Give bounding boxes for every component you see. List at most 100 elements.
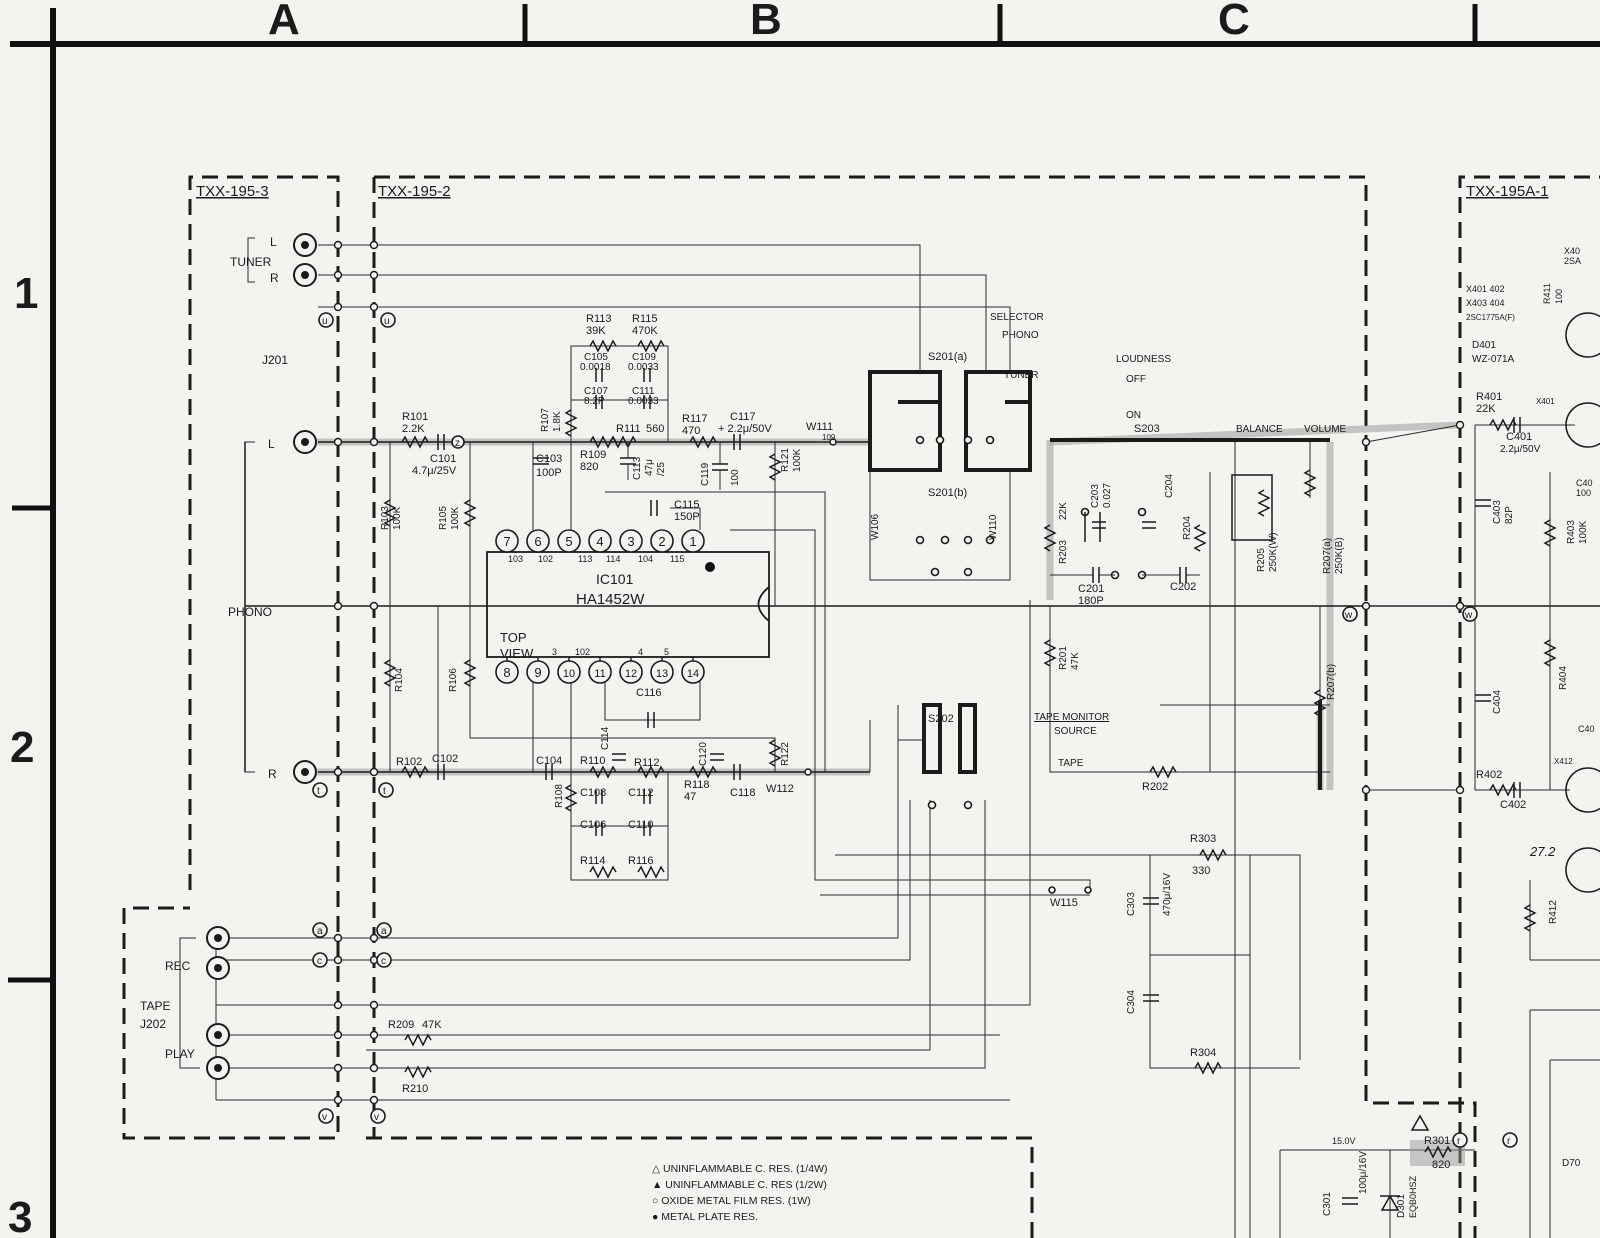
- label-r117: R117: [682, 413, 707, 425]
- label-c301-value: 100μ/16V: [1358, 1151, 1369, 1194]
- label-sel-phono: PHONO: [1002, 330, 1039, 341]
- label-r401: R401: [1476, 391, 1502, 403]
- label-x401: X401: [1536, 397, 1555, 406]
- node-label: z: [455, 438, 460, 449]
- jack-rec-l[interactable]: [206, 926, 230, 950]
- ic-pin-label: 4: [596, 534, 603, 549]
- label-r122: R122: [780, 742, 791, 766]
- jack-label-tuner: TUNER: [230, 255, 272, 269]
- label-r201: R201: [1058, 646, 1069, 670]
- label-x40: X40: [1564, 246, 1580, 256]
- ic-pin-label: 11: [594, 668, 605, 680]
- label-c201-value: 180P: [1078, 595, 1104, 607]
- label-r105: R105: [438, 506, 449, 530]
- label-c303: C303: [1126, 892, 1137, 916]
- jack-tuner-l[interactable]: [293, 233, 317, 257]
- node-label: r: [1457, 1136, 1461, 1147]
- label-selector: SELECTOR: [990, 312, 1044, 323]
- switch-contacts: [915, 435, 1147, 894]
- node-u-2: u: [380, 312, 396, 328]
- label-r207a-value: 250K(B): [1334, 537, 1345, 574]
- label-r102: R102: [396, 756, 422, 768]
- label-r112: R112: [634, 757, 659, 769]
- label-r113-value: 39K: [586, 325, 606, 337]
- label-c108: C108: [580, 787, 606, 799]
- ic-marker: 102: [575, 647, 590, 657]
- ic-pin-label: 8: [503, 665, 510, 680]
- label-xlist2: X403 404: [1466, 298, 1505, 308]
- label-c119: C119: [700, 462, 711, 486]
- label-r203-value: 22K: [1058, 502, 1069, 520]
- label-r104: R104: [394, 668, 405, 692]
- jack-rec-r[interactable]: [206, 956, 230, 980]
- label-r118-value: 47: [684, 791, 696, 803]
- ic-pin-label: 3: [627, 534, 634, 549]
- label-d301-value: EQB0HSZ: [1408, 1175, 1418, 1218]
- jack-phono-l[interactable]: [293, 430, 317, 454]
- node-label: t: [317, 786, 320, 797]
- component-labels: R101 2.2K C101 4.7μ/25V R103 100K R105 1…: [380, 246, 1595, 1218]
- legend-item: △ UNINFLAMMABLE C. RES. (1/4W): [652, 1163, 828, 1175]
- label-r402: R402: [1476, 769, 1502, 781]
- ic-markers-bottom: 3 102 4 5: [552, 647, 669, 657]
- label-c105-value: 0.0018: [580, 362, 611, 373]
- label-c304: C304: [1126, 990, 1137, 1014]
- ic-pin-4: 4: [588, 529, 612, 553]
- label-c40x-value: 100: [1576, 488, 1591, 498]
- ic-pin-6: 6: [526, 529, 550, 553]
- ic-pin-13: 13: [650, 657, 674, 684]
- label-r101-value: 2.2K: [402, 423, 425, 435]
- label-r303: R303: [1190, 833, 1216, 845]
- jack-label-tuner-r: R: [270, 271, 279, 285]
- node-c-1: c: [312, 952, 328, 968]
- jack-tuner-r[interactable]: [293, 263, 317, 287]
- label-r121-value: 100K: [792, 448, 803, 472]
- label-s201a: S201(a): [928, 351, 967, 363]
- label-r209: R209: [388, 1019, 414, 1031]
- label-c106: C106: [580, 819, 606, 831]
- label-s201b: S201(b): [928, 487, 967, 499]
- label-c115: C115: [674, 499, 699, 511]
- node-markers: u u t t w w a a c c v v r r z: [312, 312, 1518, 1148]
- ic-part: HA1452W: [576, 591, 645, 608]
- node-label: t: [383, 786, 386, 797]
- label-r117-value: 470: [682, 425, 700, 437]
- node-label: v: [374, 1112, 379, 1123]
- ic-pin-label: 12: [625, 668, 637, 680]
- label-balance: BALANCE: [1236, 424, 1283, 435]
- label-r110: R110: [580, 755, 605, 767]
- ic-marker: 114: [606, 554, 620, 564]
- label-x40-value: 2SA: [1564, 256, 1581, 266]
- ic-pin-11: 11: [588, 657, 612, 684]
- jack-play-r[interactable]: [206, 1056, 230, 1080]
- jack-labels: TUNER L R J201 PHONO L R REC TAPE J202 P…: [140, 235, 288, 1061]
- ic-pin-label: 6: [534, 534, 541, 549]
- label-r207a: R207(a): [1322, 538, 1333, 574]
- jack-play-l[interactable]: [206, 1023, 230, 1047]
- board-label-1: TXX-195-3: [196, 183, 269, 200]
- label-s202: S202: [928, 713, 954, 725]
- node-label: c: [317, 956, 322, 967]
- label-c301: C301: [1322, 1192, 1333, 1216]
- label-d401: D401: [1472, 340, 1496, 351]
- legend: △ UNINFLAMMABLE C. RES. (1/4W) ▲ UNINFLA…: [652, 1163, 828, 1223]
- label-c403: C403: [1492, 500, 1503, 524]
- jack-phono-r[interactable]: [293, 760, 317, 784]
- label-c110: C110: [628, 819, 653, 831]
- node-label: r: [1507, 1136, 1511, 1147]
- jack-label-j202: J202: [140, 1017, 166, 1031]
- label-r109: R109: [580, 449, 606, 461]
- label-c112: C112: [628, 787, 653, 799]
- label-c102: C102: [432, 753, 458, 765]
- label-x412: X412: [1554, 757, 1573, 766]
- label-w111-value: 109: [822, 433, 836, 442]
- label-c103: C103: [536, 453, 562, 465]
- label-c40x: C40: [1576, 478, 1593, 488]
- ic-marker: 103: [508, 554, 523, 564]
- ic-marker: 113: [578, 554, 592, 564]
- label-c109-value: 0.0033: [628, 362, 659, 373]
- ic-pin-label: 1: [689, 534, 696, 549]
- label-r404: R404: [1558, 666, 1569, 690]
- legend-item: ● METAL PLATE RES.: [652, 1211, 758, 1223]
